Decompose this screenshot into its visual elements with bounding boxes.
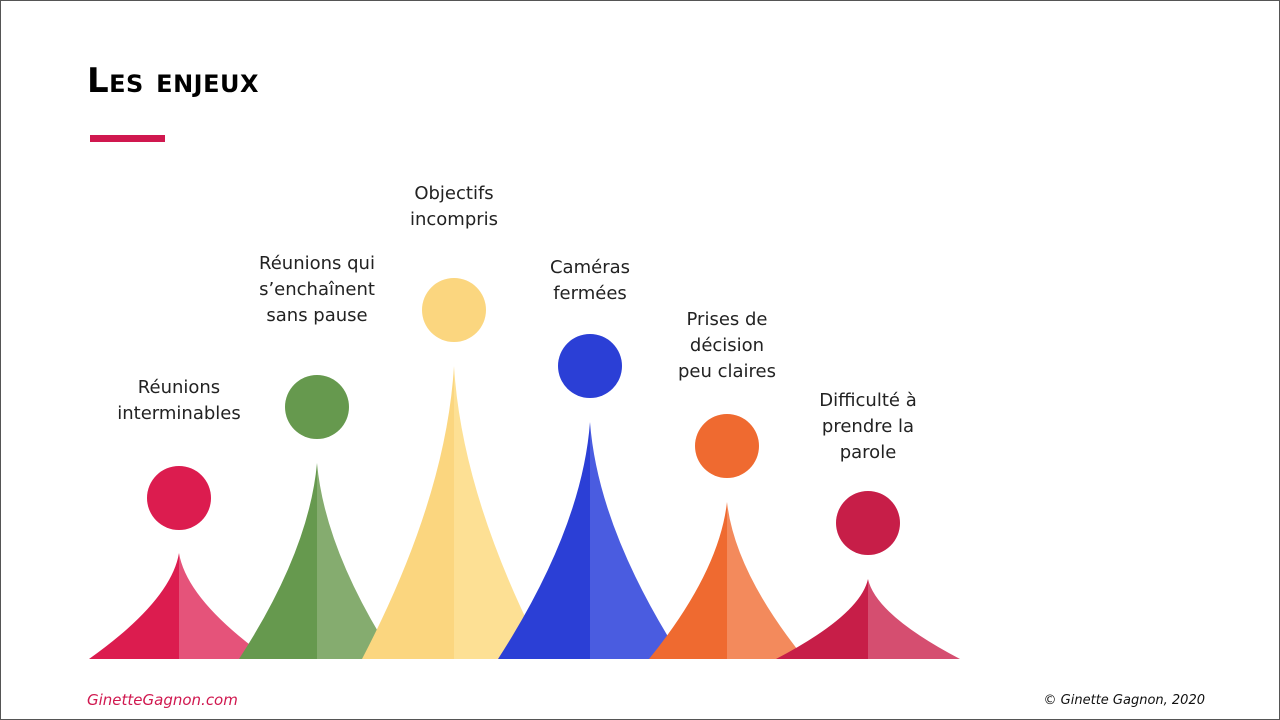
- page-title: Les enjeux: [87, 61, 259, 101]
- footer-copyright: © Ginette Gagnon, 2020: [1043, 693, 1205, 708]
- peak-2-circle: [285, 375, 349, 439]
- peak-label-line: incompris: [409, 209, 499, 230]
- peak-label-line: Réunions qui: [259, 253, 375, 274]
- peak-4-right-face: [590, 422, 682, 659]
- peak-4: [498, 334, 682, 659]
- peak-label-line: sans pause: [266, 305, 368, 326]
- peak-6-label: Difficulté à prendre la parole: [788, 388, 948, 466]
- peak-1-label: Réunions interminables: [99, 375, 259, 427]
- peak-3-circle: [422, 278, 486, 342]
- peak-label-line: Objectifs: [414, 183, 494, 204]
- peak-2-label: Réunions qui s’enchaînent sans pause: [237, 251, 397, 329]
- peak-label-line: décision: [689, 335, 765, 356]
- peak-label-line: fermées: [553, 283, 627, 304]
- peak-4-left-face: [498, 422, 590, 659]
- title-underline: [90, 135, 165, 142]
- peak-6: [776, 491, 960, 659]
- peak-4-label: Caméras fermées: [510, 255, 670, 307]
- peak-3: [362, 278, 546, 659]
- peak-5-label: Prises de décision peu claires: [647, 307, 807, 385]
- peak-label-line: Difficulté à: [819, 390, 917, 411]
- peak-1-right-face: [179, 553, 269, 659]
- peak-label-line: Caméras: [549, 257, 630, 278]
- peak-5: [649, 414, 805, 659]
- peak-1-circle: [147, 466, 211, 530]
- peak-6-circle: [836, 491, 900, 555]
- peak-3-right-face: [454, 366, 546, 659]
- peak-1: [89, 466, 269, 659]
- peak-6-right-face: [868, 579, 960, 659]
- peak-label-line: prendre la: [821, 416, 915, 437]
- peak-label-line: s’enchaînent: [259, 279, 375, 300]
- peak-5-right-face: [727, 502, 805, 659]
- peak-label-line: peu claires: [677, 361, 776, 382]
- peak-2: [239, 375, 395, 659]
- peak-3-label: Objectifs incompris: [374, 181, 534, 233]
- peak-label-line: Réunions: [137, 377, 221, 398]
- peak-5-circle: [695, 414, 759, 478]
- peak-label-line: parole: [839, 442, 897, 463]
- peak-6-left-face: [776, 579, 868, 659]
- peak-1-left-face: [89, 553, 179, 659]
- peak-2-left-face: [239, 463, 317, 659]
- peak-label-line: Prises de: [686, 309, 768, 330]
- peak-2-right-face: [317, 463, 395, 659]
- peak-4-circle: [558, 334, 622, 398]
- peak-3-left-face: [362, 366, 454, 659]
- peak-label-line: interminables: [117, 403, 241, 424]
- footer-website[interactable]: GinetteGagnon.com: [87, 691, 238, 709]
- peak-5-left-face: [649, 502, 727, 659]
